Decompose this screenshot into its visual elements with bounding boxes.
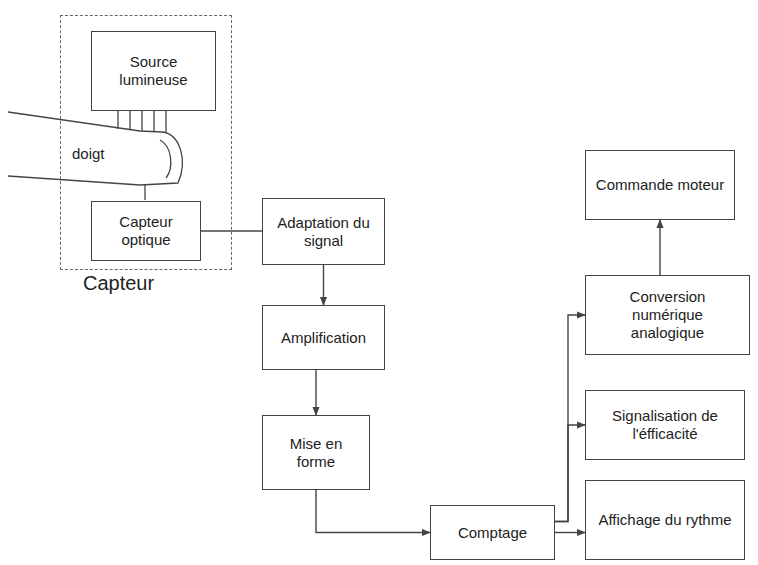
process-box: Amplification — [262, 305, 385, 370]
box-text: Commande moteur — [596, 176, 724, 194]
light-ray — [117, 110, 118, 129]
flow-arrow — [316, 490, 430, 533]
process-box: Affichage du rythme — [585, 480, 745, 560]
flow-arrow — [555, 425, 585, 522]
finger-outline — [8, 112, 182, 185]
light-ray — [153, 110, 154, 132]
flow-arrow — [315, 370, 316, 415]
process-box: Source lumineuse — [91, 31, 216, 111]
box-text: Mise en forme — [271, 435, 361, 471]
process-box: Signalisation de l'éfficacité — [585, 390, 745, 460]
process-box: Mise en forme — [262, 415, 370, 490]
light-ray — [141, 110, 142, 131]
process-box: Adaptation du signal — [262, 198, 385, 265]
flow-arrow — [555, 315, 585, 522]
flow-arrow — [323, 265, 324, 305]
sensor-group: CapteurSource lumineuseCapteur optique — [60, 15, 232, 270]
box-text: Signalisation de l'éfficacité — [594, 407, 736, 443]
finger-nail — [160, 140, 171, 178]
light-path — [144, 185, 145, 200]
box-text: Adaptation du signal — [271, 214, 376, 250]
process-box: Capteur optique — [91, 201, 201, 261]
flow-arrow — [659, 220, 660, 275]
box-text: Source lumineuse — [100, 53, 207, 89]
box-text: Conversion numérique analogique — [594, 288, 741, 342]
group-heading: Capteur — [83, 271, 154, 295]
box-text: Amplification — [281, 329, 366, 347]
box-text: Affichage du rythme — [598, 511, 731, 529]
box-text: Capteur optique — [100, 213, 192, 249]
light-ray — [165, 110, 166, 133]
process-box: Comptage — [430, 505, 555, 560]
part-label: doigt — [70, 145, 107, 162]
process-box: Conversion numérique analogique — [585, 275, 750, 355]
box-text: Comptage — [458, 524, 527, 542]
light-ray — [129, 110, 130, 130]
process-box: Commande moteur — [585, 150, 735, 220]
flow-arrow — [555, 532, 585, 533]
